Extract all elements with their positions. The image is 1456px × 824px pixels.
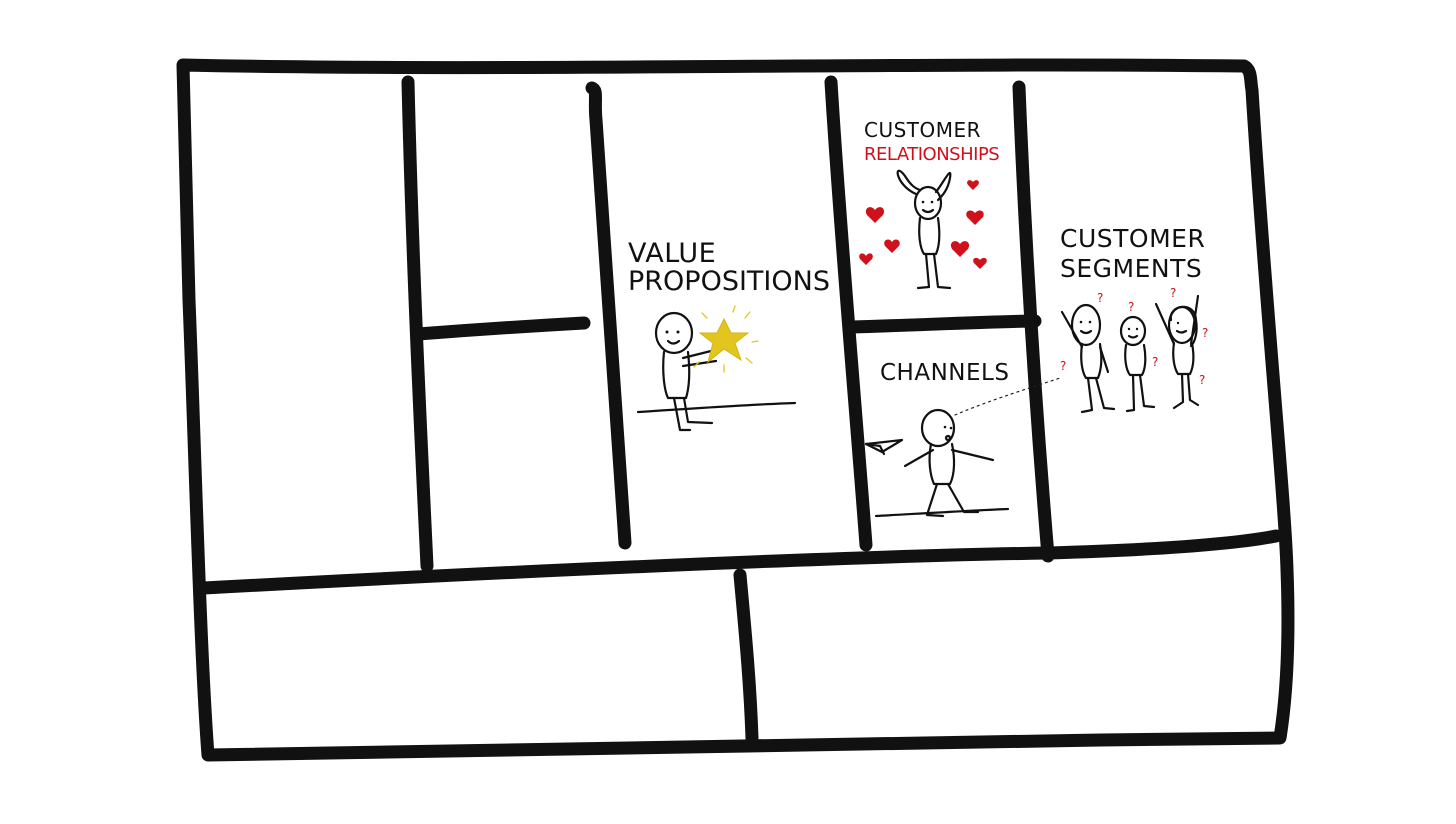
divider-value-propositions-right	[831, 82, 866, 545]
channels-label: Channels	[880, 362, 1009, 385]
customer-segments-illustration: ? ? ? ? ? ? ?	[1060, 286, 1208, 412]
divider-activities-resources	[418, 323, 584, 334]
value-propositions-label-line1: Value	[628, 240, 716, 267]
star-icon	[700, 319, 748, 362]
value-propositions-illustration	[638, 306, 795, 430]
customer-relationships-label-line2: Relationships	[864, 146, 999, 164]
svg-text:?: ?	[1152, 355, 1158, 369]
customer-relationships-label-line1: Customer	[864, 120, 981, 140]
svg-text:?: ?	[1170, 286, 1176, 300]
heart-icon	[859, 180, 987, 269]
divider-value-propositions-left	[592, 88, 625, 543]
svg-text:?: ?	[1097, 291, 1103, 305]
customer-segments-label-line2: Segments	[1060, 256, 1202, 281]
svg-text:?: ?	[1202, 326, 1208, 340]
svg-text:?: ?	[1199, 373, 1205, 387]
customer-relationships-illustration	[859, 171, 987, 288]
svg-text:?: ?	[1060, 359, 1066, 373]
customer-segments-label-line1: Customer	[1060, 226, 1205, 251]
divider-relationships-channels	[852, 321, 1035, 327]
svg-text:?: ?	[1128, 300, 1134, 314]
value-propositions-label-line2: Propositions	[628, 268, 830, 295]
paper-plane-icon	[866, 440, 902, 454]
divider-cost-revenue	[740, 575, 752, 738]
divider-key-partners	[408, 82, 427, 566]
canvas-outer-border	[183, 65, 1288, 755]
